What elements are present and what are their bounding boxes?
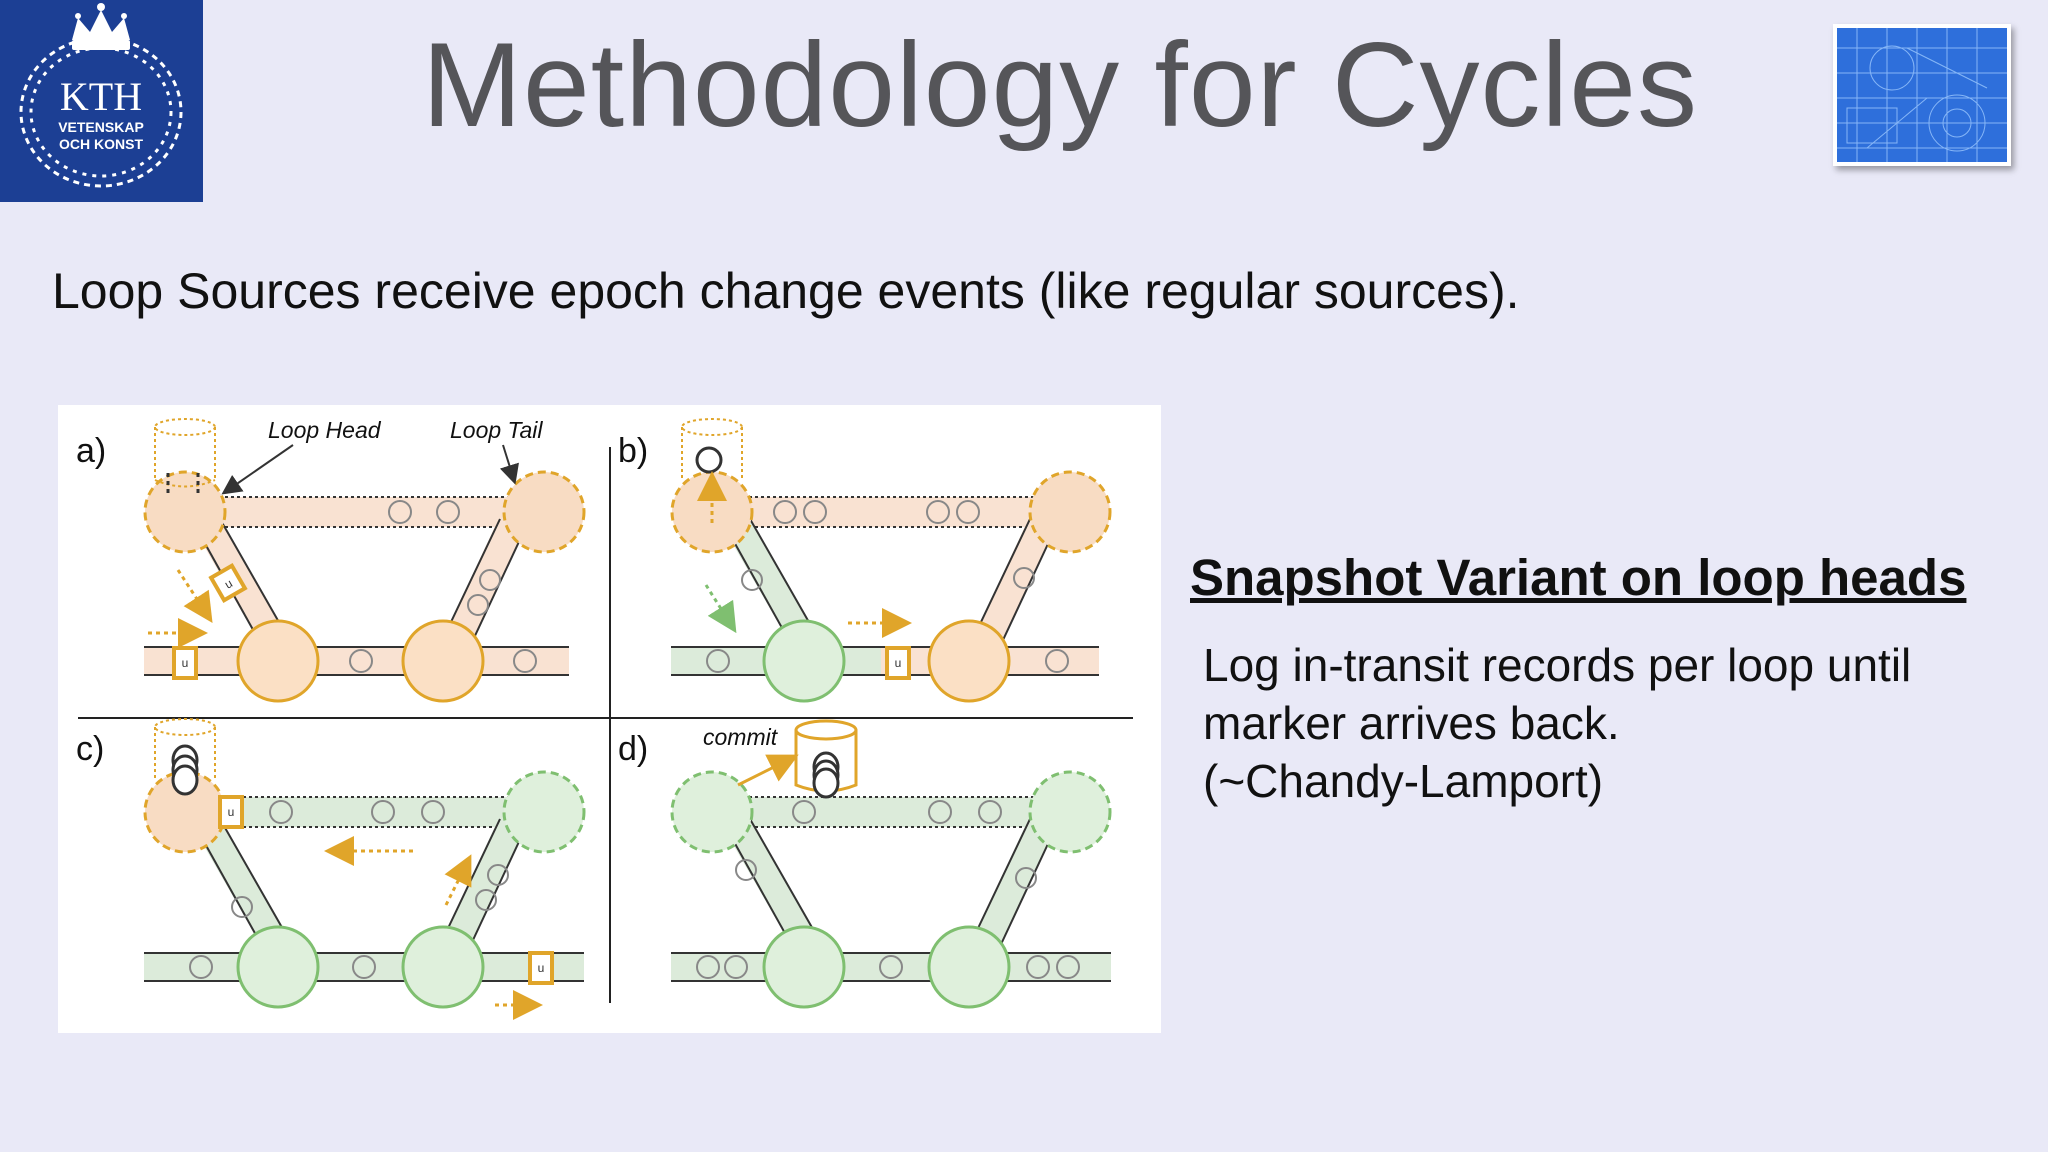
marker-glyph: u bbox=[228, 805, 235, 819]
cycle-diagram: u u a) Loop Head Loop Tail bbox=[58, 405, 1161, 1033]
commit-label: commit bbox=[703, 724, 779, 750]
panel-label-c: c) bbox=[76, 730, 104, 768]
body-line: (~Chandy-Lamport) bbox=[1203, 755, 1604, 807]
loop-tail-label: Loop Tail bbox=[450, 417, 543, 443]
snapshot-heading: Snapshot Variant on loop heads bbox=[1190, 549, 1967, 606]
body-line: marker arrives back. bbox=[1203, 697, 1620, 749]
intro-text: Loop Sources receive epoch change events… bbox=[52, 263, 1520, 319]
panel-label-b: b) bbox=[618, 432, 648, 470]
marker-glyph: u bbox=[895, 656, 902, 670]
panel-label-d: d) bbox=[618, 730, 648, 768]
panel-b: u bbox=[670, 418, 1112, 703]
blueprint-image bbox=[1833, 24, 2011, 166]
body-line: Log in-transit records per loop until bbox=[1203, 639, 1912, 691]
snapshot-body: Log in-transit records per loop until ma… bbox=[1203, 636, 1911, 810]
logo-letters: KTH bbox=[60, 74, 142, 119]
marker-glyph: u bbox=[182, 656, 189, 670]
panel-a: u u bbox=[143, 418, 586, 703]
logo-subtext-2: OCH KONST bbox=[59, 136, 143, 152]
loop-head-label: Loop Head bbox=[268, 417, 382, 443]
page-title: Methodology for Cycles bbox=[422, 18, 1698, 152]
marker-glyph: u bbox=[538, 961, 545, 975]
panel-c: u u bbox=[143, 718, 586, 1020]
logo-subtext-1: VETENSKAP bbox=[58, 119, 144, 135]
panel-label-a: a) bbox=[76, 432, 106, 470]
panel-d bbox=[670, 719, 1112, 1009]
kth-logo: KTH VETENSKAP OCH KONST bbox=[0, 0, 203, 202]
